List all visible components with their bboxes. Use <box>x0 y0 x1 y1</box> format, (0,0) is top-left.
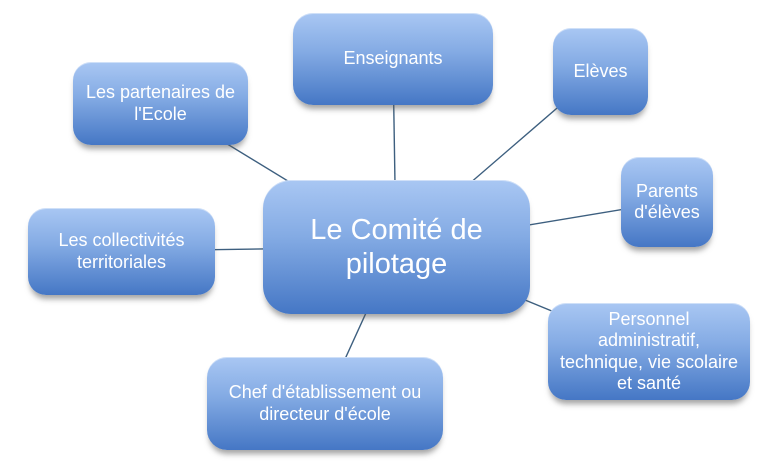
node-label: Personnel administratif, technique, vie … <box>559 309 739 393</box>
node-label: Elèves <box>573 60 628 81</box>
node-label: Les partenaires de l'Ecole <box>85 82 236 124</box>
node-label: Le Comité de pilotage <box>310 213 483 280</box>
node-eleves: Elèves <box>553 28 648 115</box>
node-partenaires-ecole: Les partenaires de l'Ecole <box>73 62 248 145</box>
node-label: Chef d'établissement ou directeur d'écol… <box>228 382 422 424</box>
node-comite-de-pilotage: Le Comité de pilotage <box>263 180 530 314</box>
node-enseignants: Enseignants <box>293 13 493 105</box>
node-personnel-administratif: Personnel administratif, technique, vie … <box>548 303 750 400</box>
node-collectivites-territoriales: Les collectivités territoriales <box>28 208 215 295</box>
node-label: Enseignants <box>343 48 443 69</box>
node-parents-deleves: Parents d'élèves <box>621 157 713 247</box>
node-chef-etablissement: Chef d'établissement ou directeur d'écol… <box>207 357 443 450</box>
node-label: Les collectivités territoriales <box>58 230 185 272</box>
node-label: Parents d'élèves <box>634 180 700 222</box>
